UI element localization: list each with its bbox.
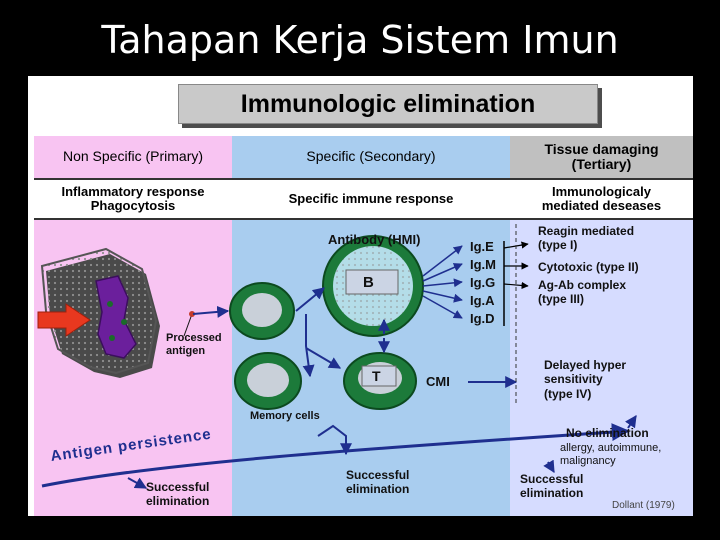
ig-a: Ig.A [470, 293, 495, 308]
ig-list: Ig.E Ig.M Ig.G Ig.A Ig.D [470, 238, 496, 328]
to-type3-arrow [503, 281, 529, 290]
reaction-type3-line2: (type III) [538, 292, 585, 307]
slide-title: Tahapan Kerja Sistem Imun [101, 18, 619, 62]
reaction-type4-line1: Delayed hyper [544, 358, 627, 372]
no-elimination-sub: allergy, autoimmune, malignancy [560, 442, 661, 468]
secondary-header-label: Specific (Secondary) [306, 148, 436, 165]
success-left-label: Successful elimination [146, 480, 209, 509]
processed-antigen-pointer [183, 313, 193, 337]
memory-cells-label: Memory cells [250, 410, 320, 422]
ig-e: Ig.E [470, 239, 494, 254]
ig-g: Ig.G [470, 275, 496, 290]
memory-split-arrow [302, 314, 315, 378]
no-elimination-label: No elimination [566, 426, 649, 440]
tertiary-subheader: Immunologicaly mediated deseases [510, 178, 693, 220]
ig-m: Ig.M [470, 257, 496, 272]
memory-cell-bottom [234, 352, 302, 410]
success-right-label: Successful elimination [520, 472, 583, 501]
tertiary-header-line1: Tissue damaging [544, 140, 659, 157]
memory-cell-top [229, 282, 295, 340]
processed-antigen-line1: Processed [166, 332, 222, 344]
success-mid-label: Successful elimination [346, 468, 409, 497]
antibody-label: Antibody (HMI) [328, 232, 421, 247]
reaction-type1: Reagin mediated (type I) [538, 224, 634, 253]
cmi-label: CMI [426, 374, 450, 389]
ig-line-d [422, 295, 463, 319]
primary-header-label: Non Specific (Primary) [62, 148, 204, 165]
no-elimination-sub1: allergy, autoimmune, [560, 442, 662, 454]
secondary-subheader: Specific immune response [232, 178, 510, 220]
primary-header: Non Specific (Primary) [34, 136, 232, 178]
reaction-type1-line2: (type I) [538, 238, 578, 253]
secondary-header: Specific (Secondary) [232, 136, 510, 178]
antigen-to-memory-arrow [192, 305, 230, 318]
diagram-graphics [37, 224, 637, 489]
to-t-cell-arrow [305, 347, 342, 369]
figure-banner: Immunologic elimination [178, 84, 598, 124]
processed-antigen-label: Processed antigen [166, 332, 222, 358]
primary-subheader-line2: Phagocytosis [90, 198, 176, 213]
tertiary-subheader-line1: Immunologicaly [552, 183, 651, 199]
reaction-type3-line1: Ag-Ab complex [538, 278, 627, 292]
reaction-type2: Cytotoxic (type II) [538, 260, 639, 274]
primary-subheader: Inflammatory response Phagocytosis [34, 178, 232, 220]
success-left-arrow [127, 477, 148, 489]
b-cell-box [345, 269, 399, 295]
persistence-curve [41, 423, 630, 488]
tertiary-subheader-line2: mediated deseases [541, 198, 662, 213]
immunology-figure: Immunologic elimination Non Specific (Pr… [28, 76, 693, 516]
secondary-subheader-label: Specific immune response [288, 190, 454, 206]
success-left-line2: elimination [146, 494, 210, 509]
reaction-type4-line3: (type IV) [544, 386, 592, 401]
macrophage-cell [40, 247, 160, 378]
reaction-type1-line1: Reagin mediated [538, 224, 635, 238]
no-elimination-sub2: malignancy [560, 455, 616, 468]
primary-subheader-line1: Inflammatory response [61, 183, 205, 199]
reaction-type3: Ag-Ab complex (type III) [538, 278, 626, 307]
success-mid-line2: elimination [346, 482, 410, 497]
success-right-line2: elimination [520, 486, 584, 501]
t-cell-label: T [372, 368, 381, 384]
no-elim-arrow [625, 415, 637, 429]
ig-line-m [422, 263, 463, 282]
ig-d: Ig.D [470, 311, 495, 326]
ig-line-e [422, 245, 463, 277]
ig-line-g [422, 278, 463, 288]
antigen-entry-arrow [37, 303, 91, 337]
figure-credit: Dollant (1979) [612, 500, 675, 511]
ig-line-a [422, 290, 463, 303]
reaction-type4: Delayed hyper sensitivity (type IV) [544, 358, 626, 401]
success-left-line1: Successful [146, 480, 210, 494]
success-mid-line1: Successful [346, 468, 410, 482]
tertiary-header-line2: (Tertiary) [571, 156, 632, 172]
reaction-type4-line2: sensitivity [544, 372, 603, 387]
to-b-cell-arrow [295, 287, 325, 312]
tertiary-header: Tissue damaging (Tertiary) [510, 136, 693, 178]
success-right-line1: Successful [520, 472, 584, 486]
processed-antigen-line2: antigen [166, 345, 206, 358]
t-cell-box [361, 365, 397, 387]
b-cell-label: B [363, 274, 374, 291]
memory-feedback-arrow [317, 424, 352, 456]
success-right-arrow [543, 459, 555, 474]
